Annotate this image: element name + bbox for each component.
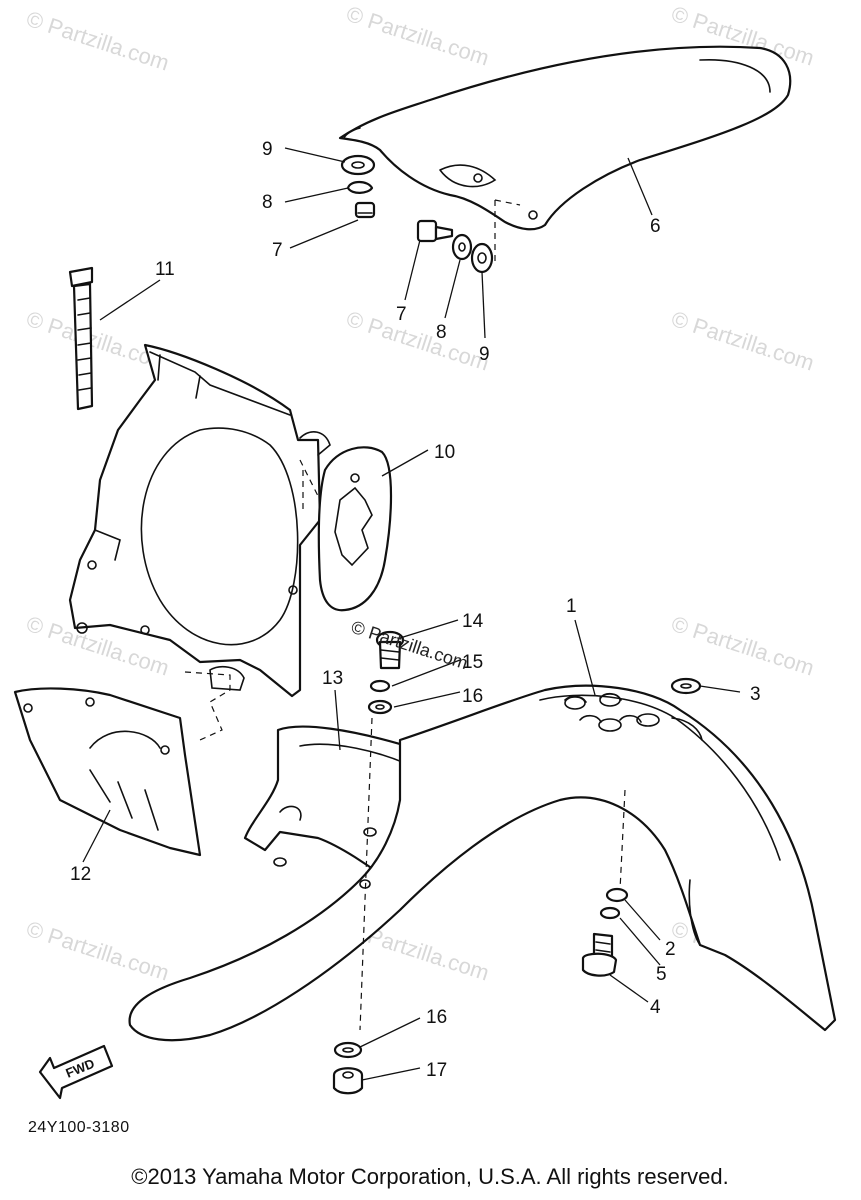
- diagram-code: 24Y100-3180: [28, 1119, 130, 1136]
- callout-9-top: 9: [262, 139, 273, 160]
- callout-14: 14: [462, 611, 484, 632]
- watermark: © Partzilla.com: [668, 306, 817, 376]
- part-8-lockwasher-bottom: [451, 233, 473, 261]
- callout-8-bottom: 8: [436, 322, 447, 343]
- callout-8-top: 8: [262, 192, 273, 213]
- part-15-lockwasher: [369, 679, 391, 693]
- part-4-bolt: [581, 932, 618, 977]
- part-17-nut: [332, 1067, 364, 1095]
- callout-labels: 9 8 7 6 7 8 9 11 10 14 15 16 1 3 13 12 2…: [70, 139, 761, 1081]
- part-3-grommet: [670, 677, 702, 695]
- callout-7-bottom: 7: [396, 304, 407, 325]
- guide-line: [619, 789, 626, 891]
- callout-10: 10: [434, 442, 455, 463]
- callout-15: 15: [462, 652, 483, 673]
- fwd-arrow-icon: [38, 1044, 114, 1100]
- part-16-washer-bottom: [333, 1041, 363, 1059]
- part-10-side-cover: [68, 343, 331, 698]
- callout-3: 3: [750, 684, 761, 705]
- part-14-bolt: [375, 630, 405, 670]
- callout-16-bottom: 16: [426, 1007, 447, 1028]
- part-10-plate: [317, 446, 393, 612]
- callout-7-top: 7: [272, 240, 283, 261]
- callout-6: 6: [650, 216, 661, 237]
- part-2-washer: [605, 887, 629, 903]
- part-9-washer-top: [340, 154, 376, 176]
- part-1-rear-fender: [128, 684, 837, 1042]
- callout-16-top: 16: [462, 686, 483, 707]
- watermark: © Partzilla.com: [668, 611, 817, 681]
- callout-13: 13: [322, 668, 343, 689]
- watermark: © Partzilla.com: [343, 1, 492, 71]
- watermark: © Partzilla.com: [23, 6, 172, 76]
- guide-line: [299, 459, 321, 501]
- part-7-bolt-bottom: [416, 219, 454, 243]
- part-5-lockwasher: [599, 906, 621, 920]
- watermark: © Partzilla.com: [23, 916, 172, 986]
- callout-4: 4: [650, 997, 661, 1018]
- callout-11: 11: [155, 259, 175, 280]
- center-watermark-stamp: © Partzilla.com: [349, 617, 471, 674]
- guide-line: [359, 717, 373, 1031]
- part-12-lower-plate: [13, 687, 202, 857]
- part-11-cable-tie: [68, 266, 94, 411]
- callout-1: 1: [566, 596, 577, 617]
- guide-line: [184, 671, 231, 741]
- fwd-arrow: FWD: [38, 1044, 114, 1100]
- part-6-cover: [338, 45, 792, 231]
- guide-line: [494, 199, 521, 206]
- leader-lines: [82, 147, 741, 1081]
- part-16-washer-top: [367, 699, 393, 715]
- callout-2: 2: [665, 939, 676, 960]
- callout-5: 5: [656, 964, 667, 985]
- callout-17: 17: [426, 1060, 447, 1081]
- part-7-bolt-top: [354, 201, 376, 219]
- copyright-notice: ©2013 Yamaha Motor Corporation, U.S.A. A…: [131, 1164, 728, 1189]
- part-8-lockwasher-top: [346, 180, 374, 194]
- part-9-washer-bottom: [470, 242, 494, 274]
- callout-9-bottom: 9: [479, 344, 490, 365]
- callout-12: 12: [70, 864, 91, 885]
- watermark: © Partzilla.com: [343, 306, 492, 376]
